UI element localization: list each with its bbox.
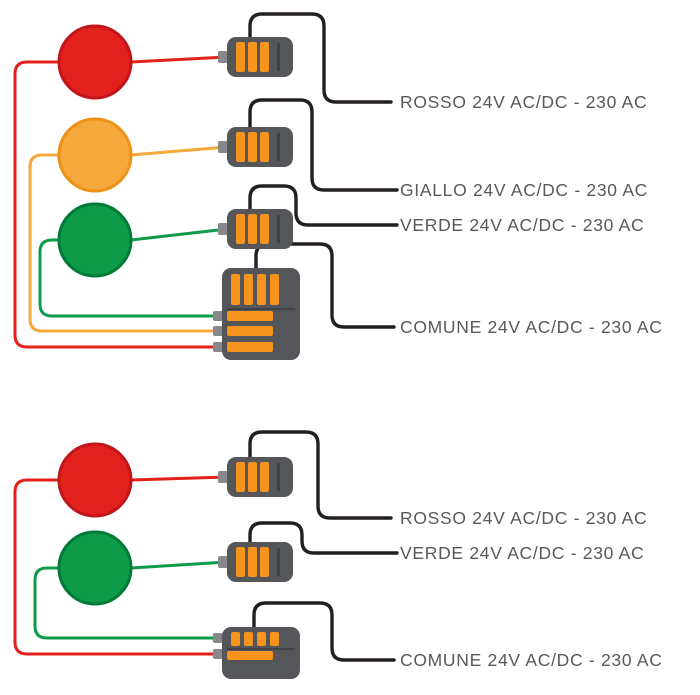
red-lamp [57, 24, 133, 100]
wire-entry-tab [218, 471, 228, 483]
lever-connector-yellow [218, 127, 293, 167]
lever [236, 462, 245, 492]
yellow-lamp-wire [129, 145, 229, 157]
rosso-supply-wire [248, 12, 393, 104]
common-connector [213, 627, 300, 679]
lever [260, 214, 269, 244]
label-rosso-bottom: ROSSO 24V AC/DC - 230 AC [400, 508, 647, 528]
wire-entry-tab [218, 556, 228, 568]
lever [248, 547, 257, 577]
lever [231, 632, 240, 646]
green-lamp-wire [129, 560, 229, 570]
lever [248, 132, 257, 162]
lever [257, 274, 266, 305]
lever [236, 42, 245, 72]
wire-entry-tab [218, 51, 228, 63]
lever [248, 462, 257, 492]
port [227, 342, 273, 352]
label-giallo-top: GIALLO 24V AC/DC - 230 AC [400, 180, 648, 200]
diagram-top: ROSSO 24V AC/DC - 230 AC GIALLO 24V AC/D… [13, 12, 663, 360]
lever [260, 132, 269, 162]
lever [236, 214, 245, 244]
comune-supply-wire [252, 601, 396, 662]
lever [260, 462, 269, 492]
wire-entry-tab [213, 342, 223, 352]
label-verde-top: VERDE 24V AC/DC - 230 AC [400, 215, 644, 235]
label-comune-top: COMUNE 24V AC/DC - 230 AC [400, 317, 663, 337]
verde-supply-wire [248, 521, 399, 555]
connector-groove [227, 648, 295, 650]
green-common-wire [38, 238, 224, 318]
connector-groove [277, 133, 280, 161]
wire-entry-tab [213, 326, 223, 336]
rosso-supply-wire [248, 430, 393, 520]
connector-groove [277, 548, 280, 576]
red-lamp [57, 442, 133, 518]
port [227, 326, 273, 336]
lever [248, 42, 257, 72]
yellow-lamp [57, 117, 133, 193]
lever-connector-green [218, 209, 293, 249]
lever-connector-green [218, 542, 293, 582]
lever [260, 547, 269, 577]
port [227, 311, 273, 321]
lever [257, 632, 266, 646]
lever [231, 274, 240, 305]
red-common-wire [13, 60, 224, 349]
green-lamp-wire [129, 227, 229, 242]
red-common-wire [13, 478, 224, 656]
label-verde-bottom: VERDE 24V AC/DC - 230 AC [400, 543, 644, 563]
lever [248, 214, 257, 244]
wire-entry-tab [213, 633, 223, 643]
connector-groove [227, 308, 295, 310]
wire-entry-tab [218, 141, 228, 153]
wire-entry-tab [213, 311, 223, 321]
red-lamp-wire [129, 475, 229, 482]
label-comune-bottom: COMUNE 24V AC/DC - 230 AC [400, 650, 663, 670]
yellow-common-wire [28, 153, 224, 333]
lever [260, 42, 269, 72]
lever [236, 132, 245, 162]
common-connector [213, 268, 300, 360]
giallo-supply-wire [248, 98, 399, 192]
green-lamp [57, 202, 133, 278]
lever-connector-red [218, 37, 293, 77]
verde-supply-wire [248, 184, 399, 227]
wire-entry-tab [218, 223, 228, 235]
lever [270, 274, 279, 305]
lever [236, 547, 245, 577]
green-common-wire [33, 566, 224, 640]
lever-connector-red [218, 457, 293, 497]
label-rosso-top: ROSSO 24V AC/DC - 230 AC [400, 92, 647, 112]
diagram-bottom: ROSSO 24V AC/DC - 230 AC VERDE 24V AC/DC… [13, 430, 663, 679]
connector-groove [277, 463, 280, 491]
connector-groove [277, 215, 280, 243]
lever [244, 632, 253, 646]
green-lamp [57, 530, 133, 606]
port [227, 651, 273, 660]
wire-entry-tab [213, 649, 223, 659]
connector-groove [277, 43, 280, 71]
lever [244, 274, 253, 305]
red-lamp-wire [129, 55, 229, 64]
lever [270, 632, 279, 646]
